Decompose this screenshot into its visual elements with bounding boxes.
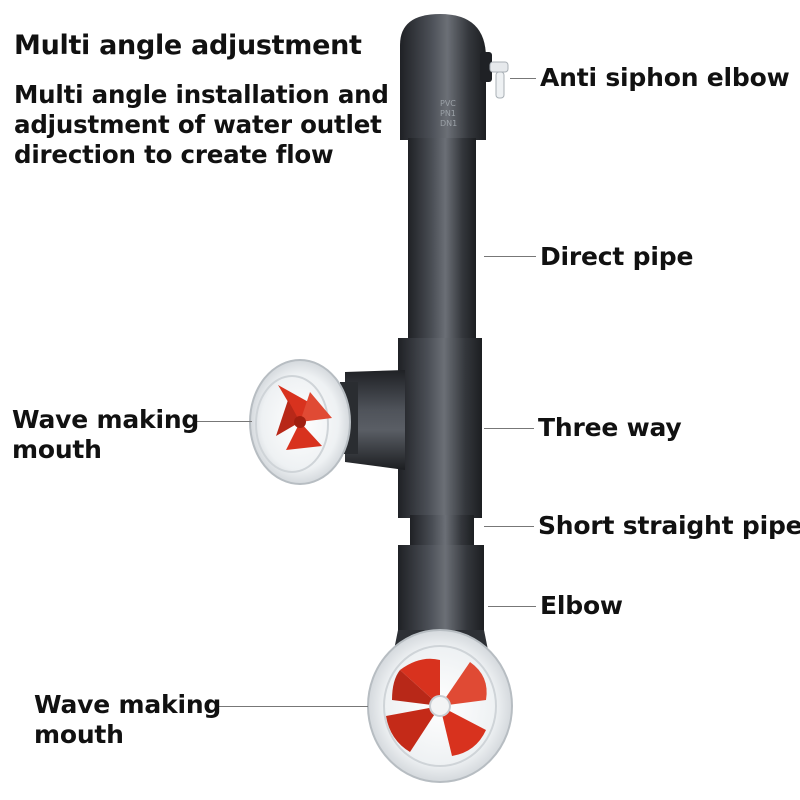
label-line: Wave making xyxy=(12,405,200,434)
label-line: mouth xyxy=(34,720,124,749)
label-line: Wave making xyxy=(34,690,222,719)
label-short-straight-pipe: Short straight pipe xyxy=(538,511,800,540)
description-line: direction to create flow xyxy=(14,140,334,169)
three-way-fitting xyxy=(340,338,482,518)
leader-three-way xyxy=(484,428,534,429)
description: Multi angle installation and adjustment … xyxy=(14,80,404,170)
leader-upper-mouth xyxy=(196,421,252,422)
description-line: Multi angle installation and xyxy=(14,80,389,109)
label-three-way: Three way xyxy=(538,413,682,442)
leader-direct-pipe xyxy=(484,256,536,257)
leader-anti-siphon xyxy=(510,78,536,79)
label-line: mouth xyxy=(12,435,102,464)
label-direct-pipe: Direct pipe xyxy=(540,242,694,271)
leader-lower-mouth xyxy=(216,706,368,707)
label-anti-siphon-elbow: Anti siphon elbow xyxy=(540,63,790,92)
direct-pipe xyxy=(408,138,476,343)
pipe-marking-1: PVC xyxy=(440,99,456,108)
upper-wave-maker-nozzle xyxy=(249,359,351,485)
description-line: adjustment of water outlet xyxy=(14,110,382,139)
pipe-marking-3: DN1 xyxy=(440,119,457,128)
label-wave-making-mouth-upper: Wave making mouth xyxy=(12,405,199,465)
label-elbow: Elbow xyxy=(540,591,623,620)
page-title: Multi angle adjustment xyxy=(14,30,362,61)
label-wave-making-mouth-lower: Wave making mouth xyxy=(34,690,221,750)
lower-wave-maker-nozzle xyxy=(367,629,513,783)
pipe-marking-2: PN1 xyxy=(440,109,456,118)
leader-short-straight xyxy=(484,526,534,527)
anti-siphon-elbow: PVC PN1 DN1 xyxy=(400,14,509,140)
leader-elbow xyxy=(488,606,536,607)
